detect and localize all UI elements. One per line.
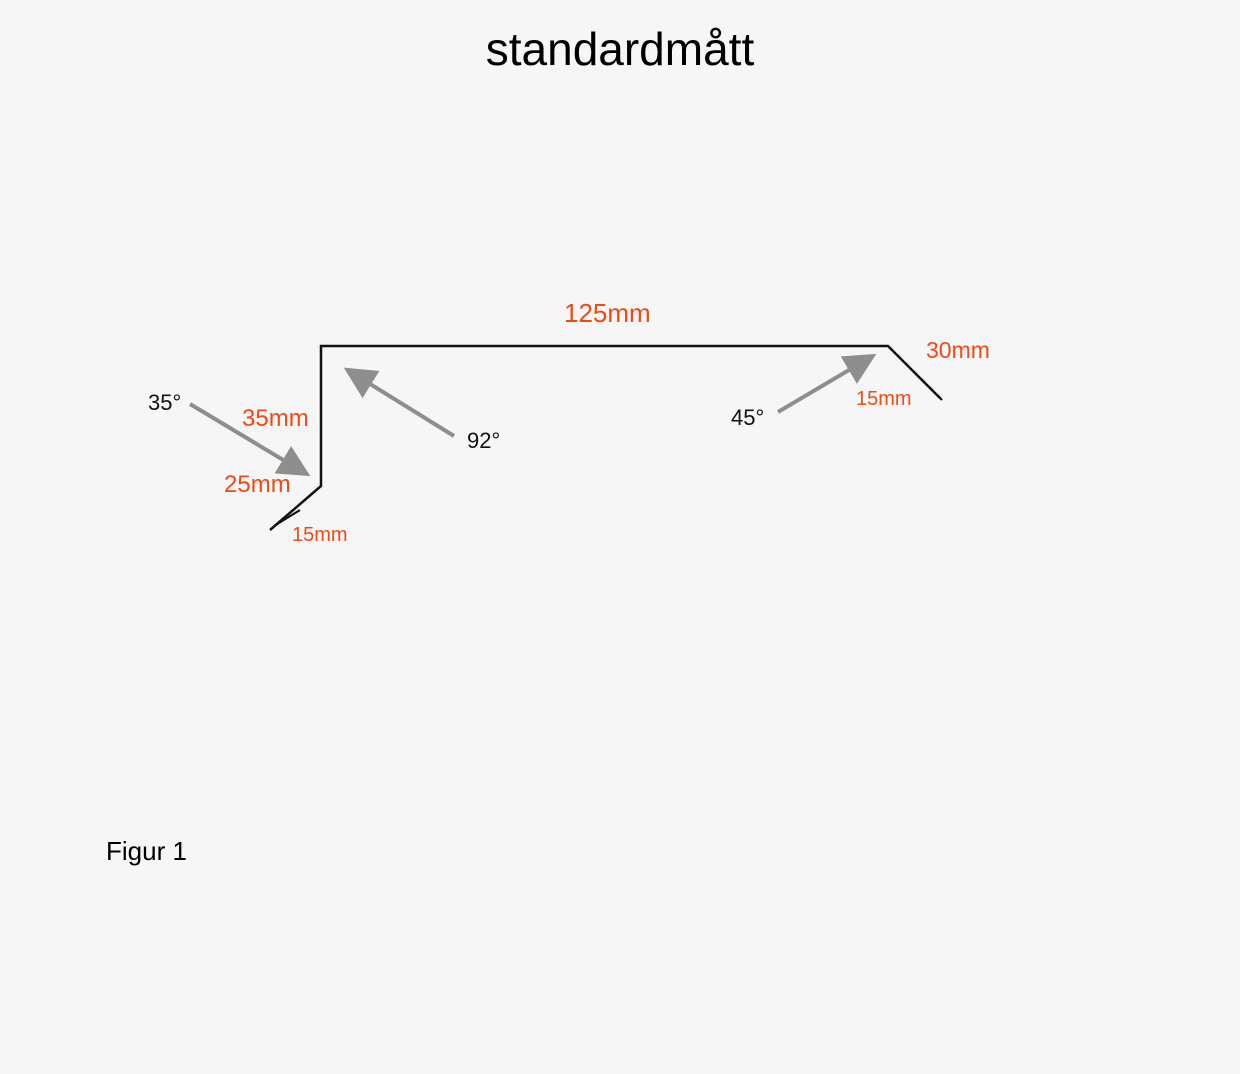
arrow-mid-angle [343, 367, 456, 438]
label-left-upper: 35mm [242, 405, 309, 432]
label-right-hem: 15mm [856, 388, 912, 410]
label-angle-mid: 92° [467, 428, 500, 453]
label-right-leg: 30mm [926, 337, 990, 363]
label-left-hem: 15mm [292, 524, 348, 546]
arrow-left-angle [188, 402, 311, 477]
label-left-lower: 25mm [224, 471, 291, 498]
label-top-length: 125mm [564, 298, 651, 328]
right-hem-fold [919, 377, 943, 401]
page-title: standardmått [485, 23, 755, 75]
label-angle-right: 45° [731, 405, 764, 430]
label-angle-left: 35° [148, 390, 181, 415]
profile-outline [269, 344, 941, 531]
arrow-right-angle [776, 353, 877, 414]
left-hem-fold [273, 509, 301, 527]
figure-caption: Figur 1 [106, 836, 187, 866]
